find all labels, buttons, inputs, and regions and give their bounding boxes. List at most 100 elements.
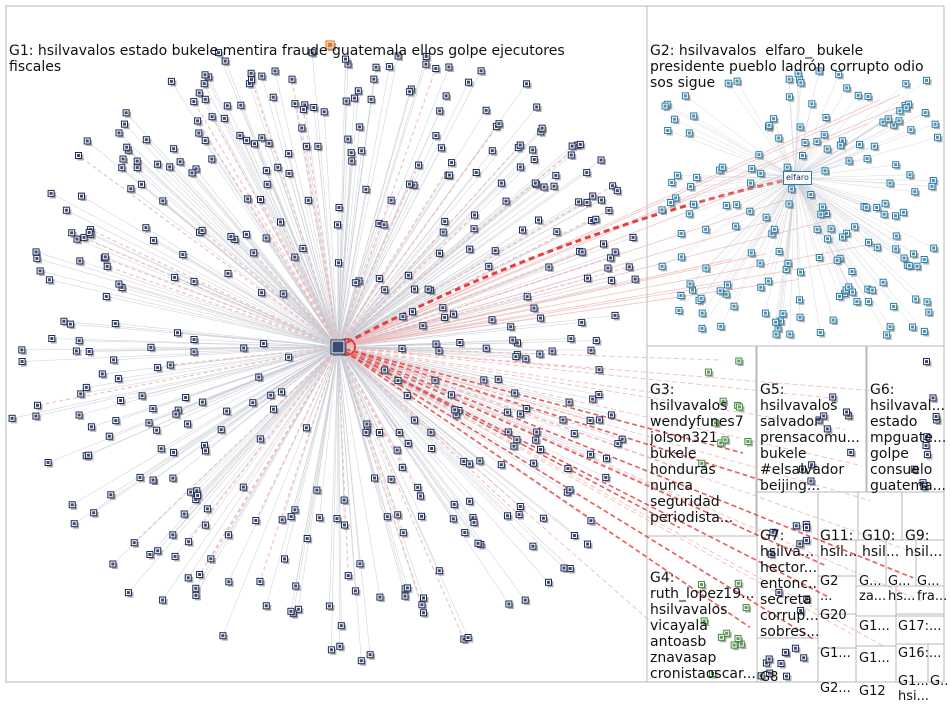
node <box>486 263 494 271</box>
node <box>748 250 756 258</box>
edge <box>338 347 564 568</box>
node <box>776 135 784 143</box>
node <box>900 209 908 217</box>
edge <box>196 347 338 595</box>
node <box>530 147 538 155</box>
node <box>321 109 329 117</box>
node <box>931 245 939 253</box>
node <box>259 135 267 143</box>
node <box>534 104 542 112</box>
node <box>866 239 874 247</box>
node <box>922 110 930 118</box>
node <box>462 530 470 538</box>
node <box>530 543 538 551</box>
node <box>603 474 611 482</box>
node <box>584 170 592 178</box>
node <box>524 294 532 302</box>
node <box>800 153 808 161</box>
node <box>512 390 520 398</box>
node <box>79 193 87 201</box>
node <box>91 510 99 518</box>
node <box>209 114 217 122</box>
node <box>225 270 233 278</box>
node <box>608 277 616 285</box>
node <box>850 289 858 297</box>
node <box>311 105 319 113</box>
node <box>854 299 862 307</box>
node <box>225 532 233 540</box>
node <box>314 487 322 495</box>
node <box>585 541 593 549</box>
node <box>76 338 84 346</box>
edge <box>282 347 338 520</box>
node <box>814 226 822 234</box>
node <box>388 197 396 205</box>
edge <box>795 175 910 178</box>
node <box>158 446 166 454</box>
node <box>279 389 287 397</box>
node <box>893 213 901 221</box>
node <box>416 162 424 170</box>
node <box>489 148 497 156</box>
node <box>546 579 554 587</box>
node <box>537 351 545 359</box>
node <box>110 561 118 569</box>
node <box>762 310 770 318</box>
node <box>912 189 920 197</box>
node <box>288 608 296 616</box>
edge <box>338 232 557 347</box>
edge <box>307 146 338 347</box>
node <box>71 521 79 529</box>
node <box>541 184 549 192</box>
node <box>865 299 873 307</box>
node <box>908 127 916 135</box>
node <box>510 337 518 345</box>
node <box>155 548 163 556</box>
node <box>357 124 365 132</box>
edge <box>795 178 872 290</box>
node <box>437 250 445 258</box>
node <box>546 264 554 272</box>
edge <box>338 225 339 347</box>
node <box>358 658 366 666</box>
node <box>33 413 41 421</box>
node <box>731 303 739 311</box>
node <box>421 610 429 618</box>
node <box>257 436 265 444</box>
node <box>913 296 921 304</box>
node <box>76 412 84 420</box>
group-label-g1h: G... <box>930 644 948 704</box>
node <box>825 236 833 244</box>
edge <box>338 347 606 477</box>
node <box>473 170 481 178</box>
node <box>177 159 185 167</box>
node <box>568 152 576 160</box>
node <box>399 346 407 354</box>
node <box>585 275 593 283</box>
node <box>749 166 757 174</box>
node <box>337 643 345 651</box>
node <box>852 224 860 232</box>
node <box>221 115 229 123</box>
node <box>797 124 805 132</box>
node <box>245 196 253 204</box>
node <box>220 633 228 641</box>
node <box>554 229 562 237</box>
group-label-g8: G8 <box>760 640 810 700</box>
node <box>256 374 264 382</box>
node <box>921 257 929 265</box>
edge <box>260 347 338 581</box>
node <box>160 198 168 206</box>
node <box>588 518 596 526</box>
node <box>483 107 491 115</box>
node <box>588 347 596 355</box>
node <box>342 522 350 530</box>
node <box>103 294 111 302</box>
node <box>377 594 385 602</box>
node <box>341 497 349 505</box>
node <box>830 317 838 325</box>
node <box>279 517 287 525</box>
